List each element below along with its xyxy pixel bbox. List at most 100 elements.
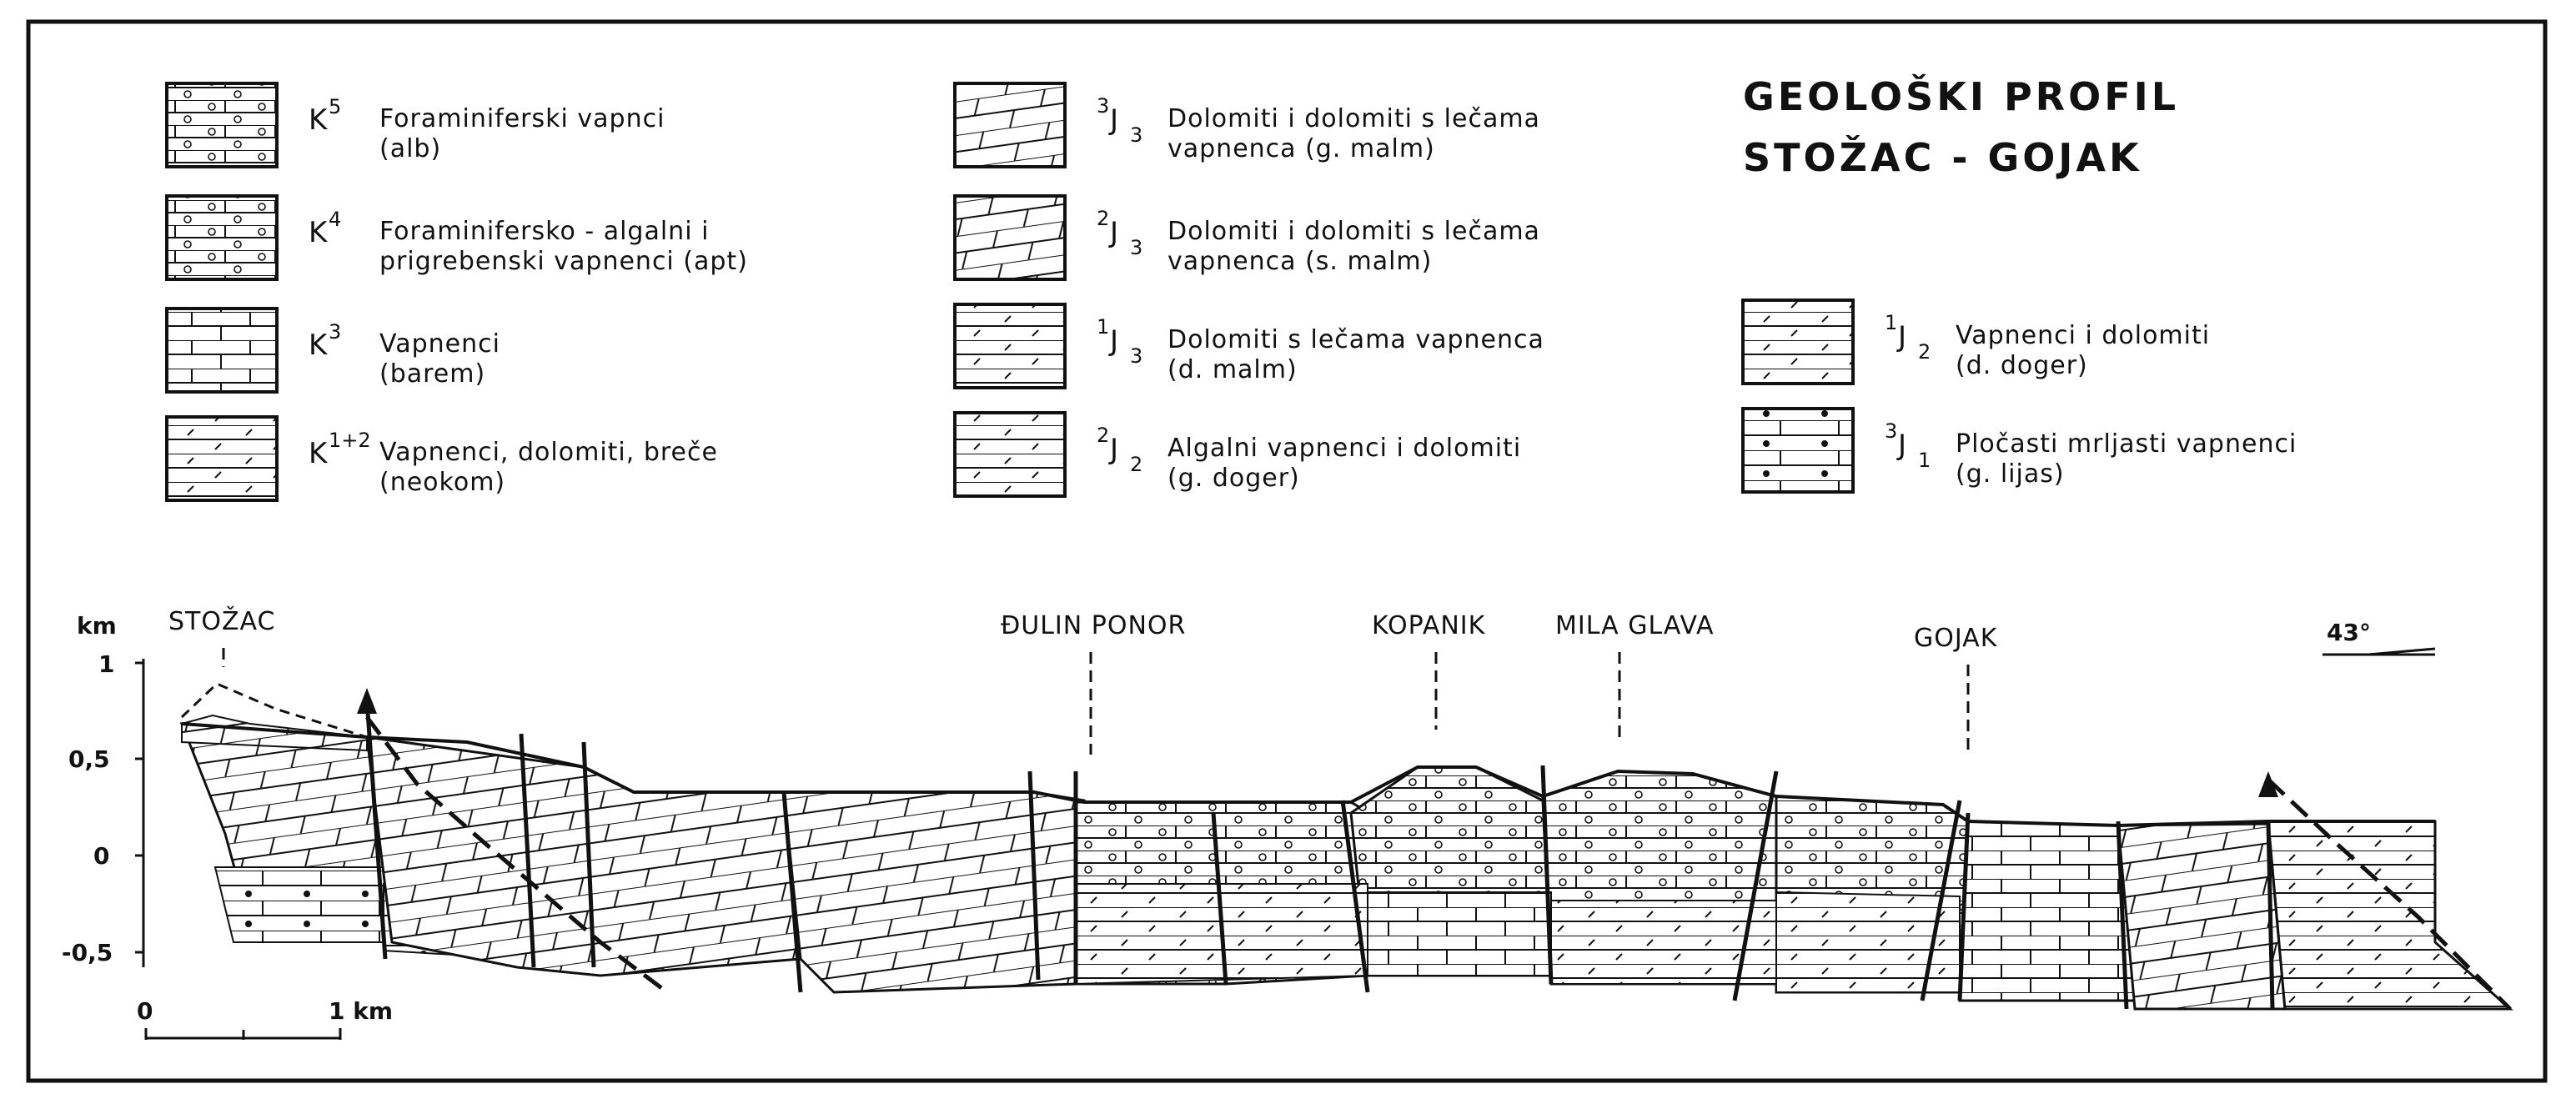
place-label-1: ĐULIN PONOR [1001, 611, 1186, 640]
axis-tick-m05: -0,5 [62, 939, 113, 966]
unit-lower-kop [1367, 891, 1552, 976]
legend-text-line1: Vapnenci i dolomiti [1956, 321, 2210, 350]
legend-code-index: 5 [329, 95, 341, 118]
legend-code-index: 3 [1130, 236, 1142, 259]
legend-code-index: 2 [1130, 453, 1142, 476]
profile-title-line2: STOŽAC - GOJAK [1743, 135, 2142, 180]
legend-code-index: 1+2 [329, 429, 371, 452]
axis-tick-05: 0,5 [68, 745, 110, 773]
axis-tick-0: 0 [93, 842, 109, 870]
legend-text-line1: Dolomiti i dolomiti s lečama [1167, 217, 1540, 246]
legend-swatch [953, 411, 1067, 498]
terrain-surface [181, 722, 2435, 828]
legend-code: K [309, 103, 329, 137]
dip-indicator: 43° [2322, 619, 2436, 656]
legend-text-line2: (d. malm) [1167, 355, 1298, 384]
fault-arrow-left [357, 688, 377, 714]
unit-lower-mila [1550, 900, 1777, 985]
legend-text-line1: Vapnenci, dolomiti, breče [379, 438, 718, 467]
legend-text-line2: (alb) [379, 134, 441, 163]
legend-code-index: 3 [329, 320, 341, 344]
legend-code-prefix: 3 [1885, 419, 1897, 443]
legend-code-prefix: 1 [1885, 311, 1897, 334]
dip-value: 43° [2327, 619, 2371, 646]
figure-frame [26, 19, 2548, 1083]
thrust-fault-left [365, 715, 669, 994]
legend-swatch [165, 415, 279, 502]
legend-text-line1: Pločasti mrljasti vapnenci [1956, 429, 2297, 459]
legend-code-prefix: 3 [1097, 94, 1109, 118]
legend-text-line1: Vapnenci [379, 329, 500, 359]
unit-k3-right [1958, 820, 2137, 1002]
legend-swatch [165, 307, 279, 394]
legend-text-line2: (barem) [379, 359, 485, 389]
legend-swatch [165, 82, 279, 168]
legend-swatch [953, 303, 1067, 389]
scale-end: 1 km [329, 997, 393, 1025]
place-label-2: KOPANIK [1372, 611, 1486, 640]
vertical-axis: km 1 0,5 0 -0,5 [62, 612, 145, 967]
legend-text-line1: Algalni vapnenci i dolomiti [1167, 434, 1521, 463]
legend-text-line2: prigrebenski vapnenci (apt) [379, 247, 748, 276]
place-labels: STOŽAC ĐULIN PONOR KOPANIK MILA GLAVA GOJAK [168, 606, 1998, 755]
unit-j13-left [213, 866, 402, 943]
legend-text-line1: Foraminifersko - algalni i [379, 217, 709, 246]
unit-dolo-right [2117, 822, 2287, 1011]
legend-text-line2: (d. doger) [1956, 351, 2088, 380]
legend-code: J [1108, 324, 1118, 358]
axis-tick-1: 1 [98, 650, 114, 678]
legend-swatch [1741, 407, 1855, 494]
eroded-surface [180, 682, 368, 739]
legend-code: K [309, 216, 329, 249]
legend-code-prefix: 2 [1097, 207, 1109, 230]
legend-code: J [1896, 429, 1906, 462]
legend-code-index: 4 [329, 208, 341, 231]
scale-bar: 0 1 km [137, 997, 393, 1040]
legend-code-prefix: 1 [1097, 315, 1109, 339]
place-label-3: MILA GLAVA [1555, 611, 1715, 640]
axis-unit: km [77, 612, 117, 640]
legend-code-index: 3 [1130, 123, 1142, 147]
legend-text-line2: (neokom) [379, 468, 505, 497]
profile-title-line1: GEOLOŠKI PROFIL [1743, 74, 2179, 119]
legend-swatch [1741, 299, 1855, 385]
legend-code: K [309, 437, 329, 470]
scale-start: 0 [137, 997, 153, 1025]
fault-arrow-right [2258, 771, 2278, 797]
legend-text-line2: vapnenca (s. malm) [1167, 247, 1432, 276]
legend-code: K [309, 329, 329, 362]
legend-swatch [165, 194, 279, 281]
unit-dash-far-right [2267, 820, 2513, 1011]
legend-text-line2: vapnenca (g. malm) [1167, 134, 1435, 163]
thrust-fault-right [2267, 778, 2512, 1011]
legend-swatch [953, 82, 1067, 168]
faults [364, 700, 2275, 1010]
legend-swatch [953, 194, 1067, 281]
legend-text-line2: (g. doger) [1167, 464, 1300, 493]
legend-code: J [1896, 320, 1906, 354]
legend-text-line1: Foraminiferski vapnci [379, 104, 665, 133]
legend-code-prefix: 2 [1097, 424, 1109, 447]
legend-code-index: 1 [1918, 449, 1931, 472]
cross-section [179, 682, 2513, 1011]
legend-code: J [1108, 103, 1118, 137]
legend-code: J [1108, 216, 1118, 249]
legend-code: J [1108, 433, 1118, 466]
place-label-4: GOJAK [1914, 624, 1998, 653]
place-label-0: STOŽAC [168, 606, 275, 636]
legend-code-index: 2 [1918, 340, 1931, 364]
legend-code-index: 3 [1130, 344, 1142, 368]
legend-text-line2: (g. lijas) [1956, 459, 2065, 489]
